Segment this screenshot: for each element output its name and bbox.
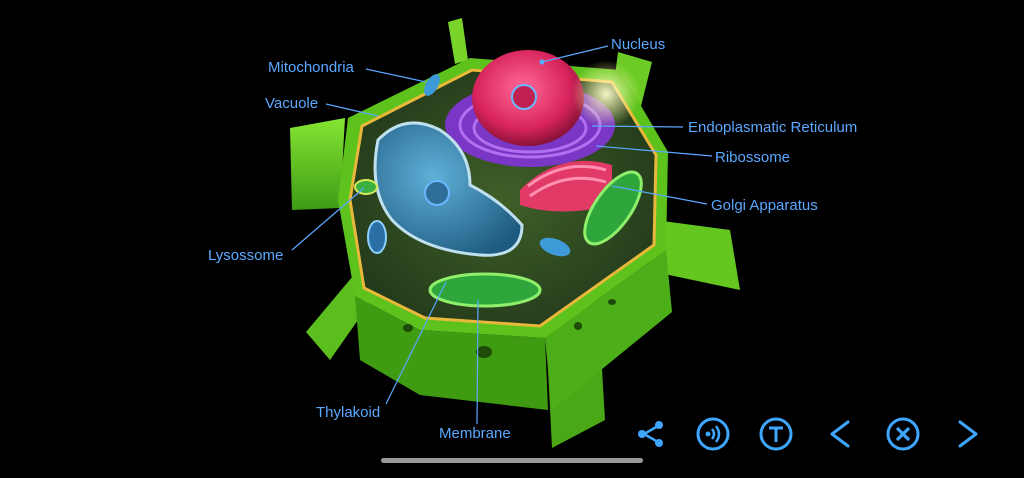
next-icon (958, 420, 978, 448)
share-button[interactable] (632, 416, 668, 452)
close-icon (886, 417, 920, 451)
label-lysossome: Lysossome (208, 247, 284, 264)
vacuole-shape (373, 121, 524, 257)
home-indicator[interactable] (381, 458, 643, 463)
label-vacuole: Vacuole (265, 95, 319, 112)
audio-button[interactable] (695, 416, 731, 452)
close-button[interactable] (885, 416, 921, 452)
wall-pores (403, 299, 616, 358)
text-button[interactable] (758, 416, 794, 452)
leader-lines (291, 45, 713, 425)
label-thylakoid: Thylakoid (316, 404, 381, 421)
label-endoplasmatic-reticulum: Endoplasmatic Reticulum (688, 119, 858, 136)
share-icon (638, 421, 663, 447)
chloroplasts (428, 170, 643, 308)
label-membrane: Membrane (439, 425, 511, 442)
audio-icon (696, 417, 730, 451)
nucleus-shape (472, 50, 584, 146)
previous-button[interactable] (822, 416, 858, 452)
label-mitochondria: Mitochondria (268, 59, 354, 76)
golgi-apparatus-shape (520, 160, 612, 212)
previous-icon (830, 420, 850, 448)
label-nucleus: Nucleus (611, 36, 666, 53)
lysosome-shape (354, 179, 378, 195)
text-icon (759, 417, 793, 451)
label-ribossome: Ribossome (715, 149, 791, 166)
next-button[interactable] (950, 416, 986, 452)
light-glow (572, 60, 640, 128)
label-golgi-apparatus: Golgi Apparatus (711, 197, 818, 214)
mitochondria-shapes (367, 74, 571, 257)
